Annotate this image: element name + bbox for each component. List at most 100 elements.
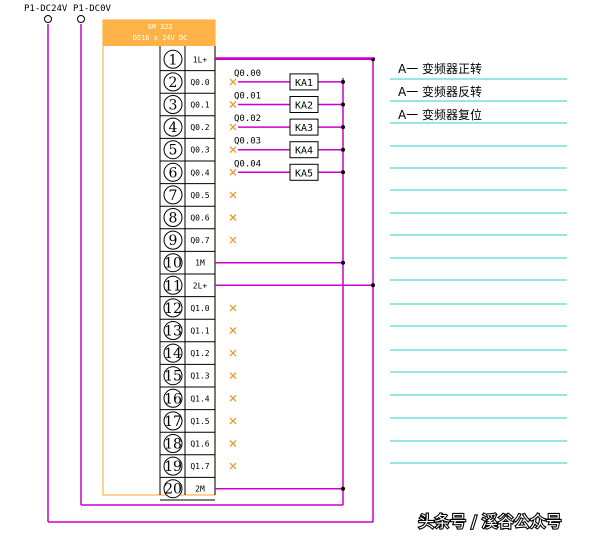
terminal-row: 11 2L+	[160, 275, 215, 298]
terminal-number: 9	[169, 233, 178, 249]
terminal-number-icon	[163, 208, 183, 227]
dc0v-label: P1-DC0V	[73, 4, 112, 14]
terminal-row: 14 Q1.2	[160, 343, 237, 365]
relay-label: KA4	[295, 146, 313, 157]
output-mark-icon	[229, 214, 237, 221]
terminal-number: 8	[169, 211, 178, 227]
relay-coil	[289, 163, 319, 181]
terminal-number: 3	[169, 98, 178, 114]
terminal-number-icon	[163, 388, 183, 408]
terminal-number-icon	[163, 162, 183, 182]
note-text: A一 变频器反转	[398, 84, 482, 99]
terminal-number-icon	[163, 411, 183, 431]
module-type: SM 322	[147, 23, 172, 31]
module-spec: DO16 x 24V DC	[133, 34, 188, 42]
module-header	[103, 20, 215, 46]
terminal-number-icon	[163, 185, 183, 205]
terminal-number: 6	[169, 165, 178, 181]
terminal-number: 18	[164, 437, 182, 453]
terminal-number-icon	[163, 253, 183, 273]
relay-label: KA5	[295, 168, 313, 179]
terminal-number: 5	[169, 143, 178, 159]
terminal-row: 8 Q0.6	[160, 208, 237, 230]
terminal-number: 16	[164, 391, 182, 407]
terminal-row: 10 1M	[160, 253, 215, 275]
terminal-row: 3 Q0.1	[160, 95, 237, 117]
terminal-label: Q0.4	[190, 168, 209, 177]
terminal-number: 10	[164, 256, 182, 272]
terminal-number-icon	[163, 298, 183, 318]
relay-label: KA3	[295, 123, 313, 134]
terminal-label: Q0.1	[190, 101, 209, 110]
output-mark-icon	[229, 462, 237, 470]
terminal-number: 12	[164, 301, 182, 317]
dc24v-label: P1-DC24V	[24, 4, 68, 14]
relay-coil	[289, 73, 319, 91]
note-text: A一 变频器正转	[398, 61, 482, 76]
junction-dot	[341, 486, 345, 491]
output-mark-icon	[229, 123, 237, 131]
terminal-label: 2L+	[193, 281, 208, 290]
terminal-number-icon	[163, 366, 183, 386]
terminal-row: 17 Q1.5	[160, 411, 237, 433]
terminal-label: Q1.6	[190, 440, 209, 449]
output-mark-icon	[229, 191, 237, 199]
relay-coil	[289, 118, 319, 136]
terminal-row: 6 Q0.4	[160, 162, 237, 185]
dc24v-terminal-icon	[44, 15, 52, 23]
terminal-number: 17	[164, 414, 182, 430]
terminal-label: Q0.6	[190, 214, 209, 223]
terminal-number: 14	[164, 346, 182, 362]
terminal-number-icon	[163, 456, 183, 476]
output-mark-icon	[229, 327, 237, 334]
terminal-label: Q1.1	[190, 327, 209, 336]
terminal-number: 20	[164, 482, 182, 498]
terminal-number-icon	[163, 343, 183, 363]
terminal-number: 4	[169, 120, 178, 136]
terminal-number: 15	[164, 369, 182, 385]
terminal-label: 1M	[195, 259, 205, 268]
terminal-number-icon	[163, 140, 183, 160]
terminal-number-icon	[163, 95, 183, 114]
output-address: Q0.01	[234, 92, 261, 102]
output-mark-icon	[229, 78, 237, 86]
output-mark-icon	[229, 304, 237, 312]
junction-dot	[371, 283, 375, 288]
relay-coil	[289, 96, 319, 113]
terminal-number: 19	[164, 459, 182, 475]
terminal-number: 11	[164, 278, 182, 294]
note-text: A一 变频器复位	[398, 107, 482, 122]
relay-label: KA2	[295, 101, 313, 112]
terminal-number-icon	[163, 275, 183, 295]
terminal-number-icon	[163, 321, 183, 340]
terminal-number: 1	[169, 52, 178, 68]
output-address: Q0.02	[234, 114, 261, 124]
terminal-number-icon	[163, 117, 183, 137]
terminal-number-icon	[163, 230, 183, 250]
terminal-number-icon	[163, 72, 183, 92]
output-mark-icon	[229, 168, 237, 176]
terminal-number: 7	[169, 188, 178, 204]
terminal-row: 18 Q1.6	[160, 434, 237, 456]
output-mark-icon	[229, 417, 237, 425]
dc0v-terminal-icon	[77, 15, 85, 23]
terminal-label: Q1.5	[190, 417, 209, 426]
terminal-label: Q1.2	[190, 349, 209, 358]
output-mark-icon	[229, 394, 237, 402]
relay-coil	[289, 141, 319, 159]
terminal-number: 13	[164, 324, 182, 340]
output-mark-icon	[229, 146, 237, 154]
